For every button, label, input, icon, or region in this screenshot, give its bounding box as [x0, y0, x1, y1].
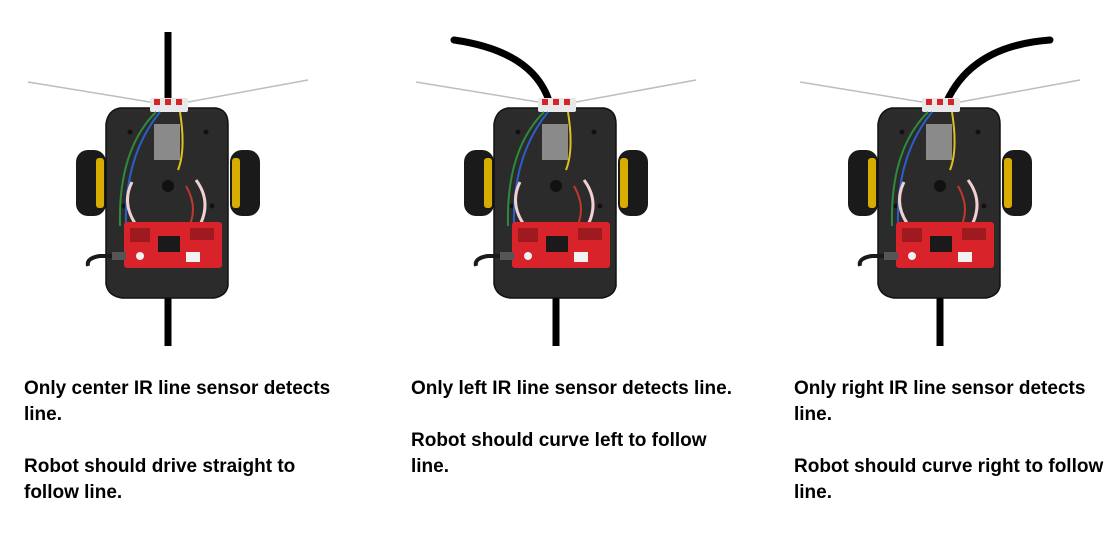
panel-right: Only right IR line sensor detects line. …	[772, 0, 1118, 546]
robot-icon	[28, 80, 308, 298]
panel-left: Only left IR line sensor detects line. R…	[388, 0, 760, 546]
robot-diagram-center	[0, 0, 372, 360]
robot-icon	[800, 80, 1080, 298]
panel-center: Only center IR line sensor detects line.…	[0, 0, 372, 546]
caption-action: Robot should curve left to follow line.	[411, 428, 741, 480]
caption-action: Robot should drive straight to follow li…	[24, 454, 354, 506]
caption-detection: Only center IR line sensor detects line.	[24, 376, 354, 428]
caption-center: Only center IR line sensor detects line.…	[24, 376, 354, 532]
caption-action: Robot should curve right to follow line.	[794, 454, 1118, 506]
caption-detection: Only left IR line sensor detects line.	[411, 376, 741, 402]
robot-icon	[416, 80, 696, 298]
caption-detection: Only right IR line sensor detects line.	[794, 376, 1118, 428]
caption-left: Only left IR line sensor detects line. R…	[411, 376, 741, 506]
robot-diagram-left	[388, 0, 760, 360]
caption-right: Only right IR line sensor detects line. …	[794, 376, 1118, 532]
robot-diagram-right	[772, 0, 1118, 360]
